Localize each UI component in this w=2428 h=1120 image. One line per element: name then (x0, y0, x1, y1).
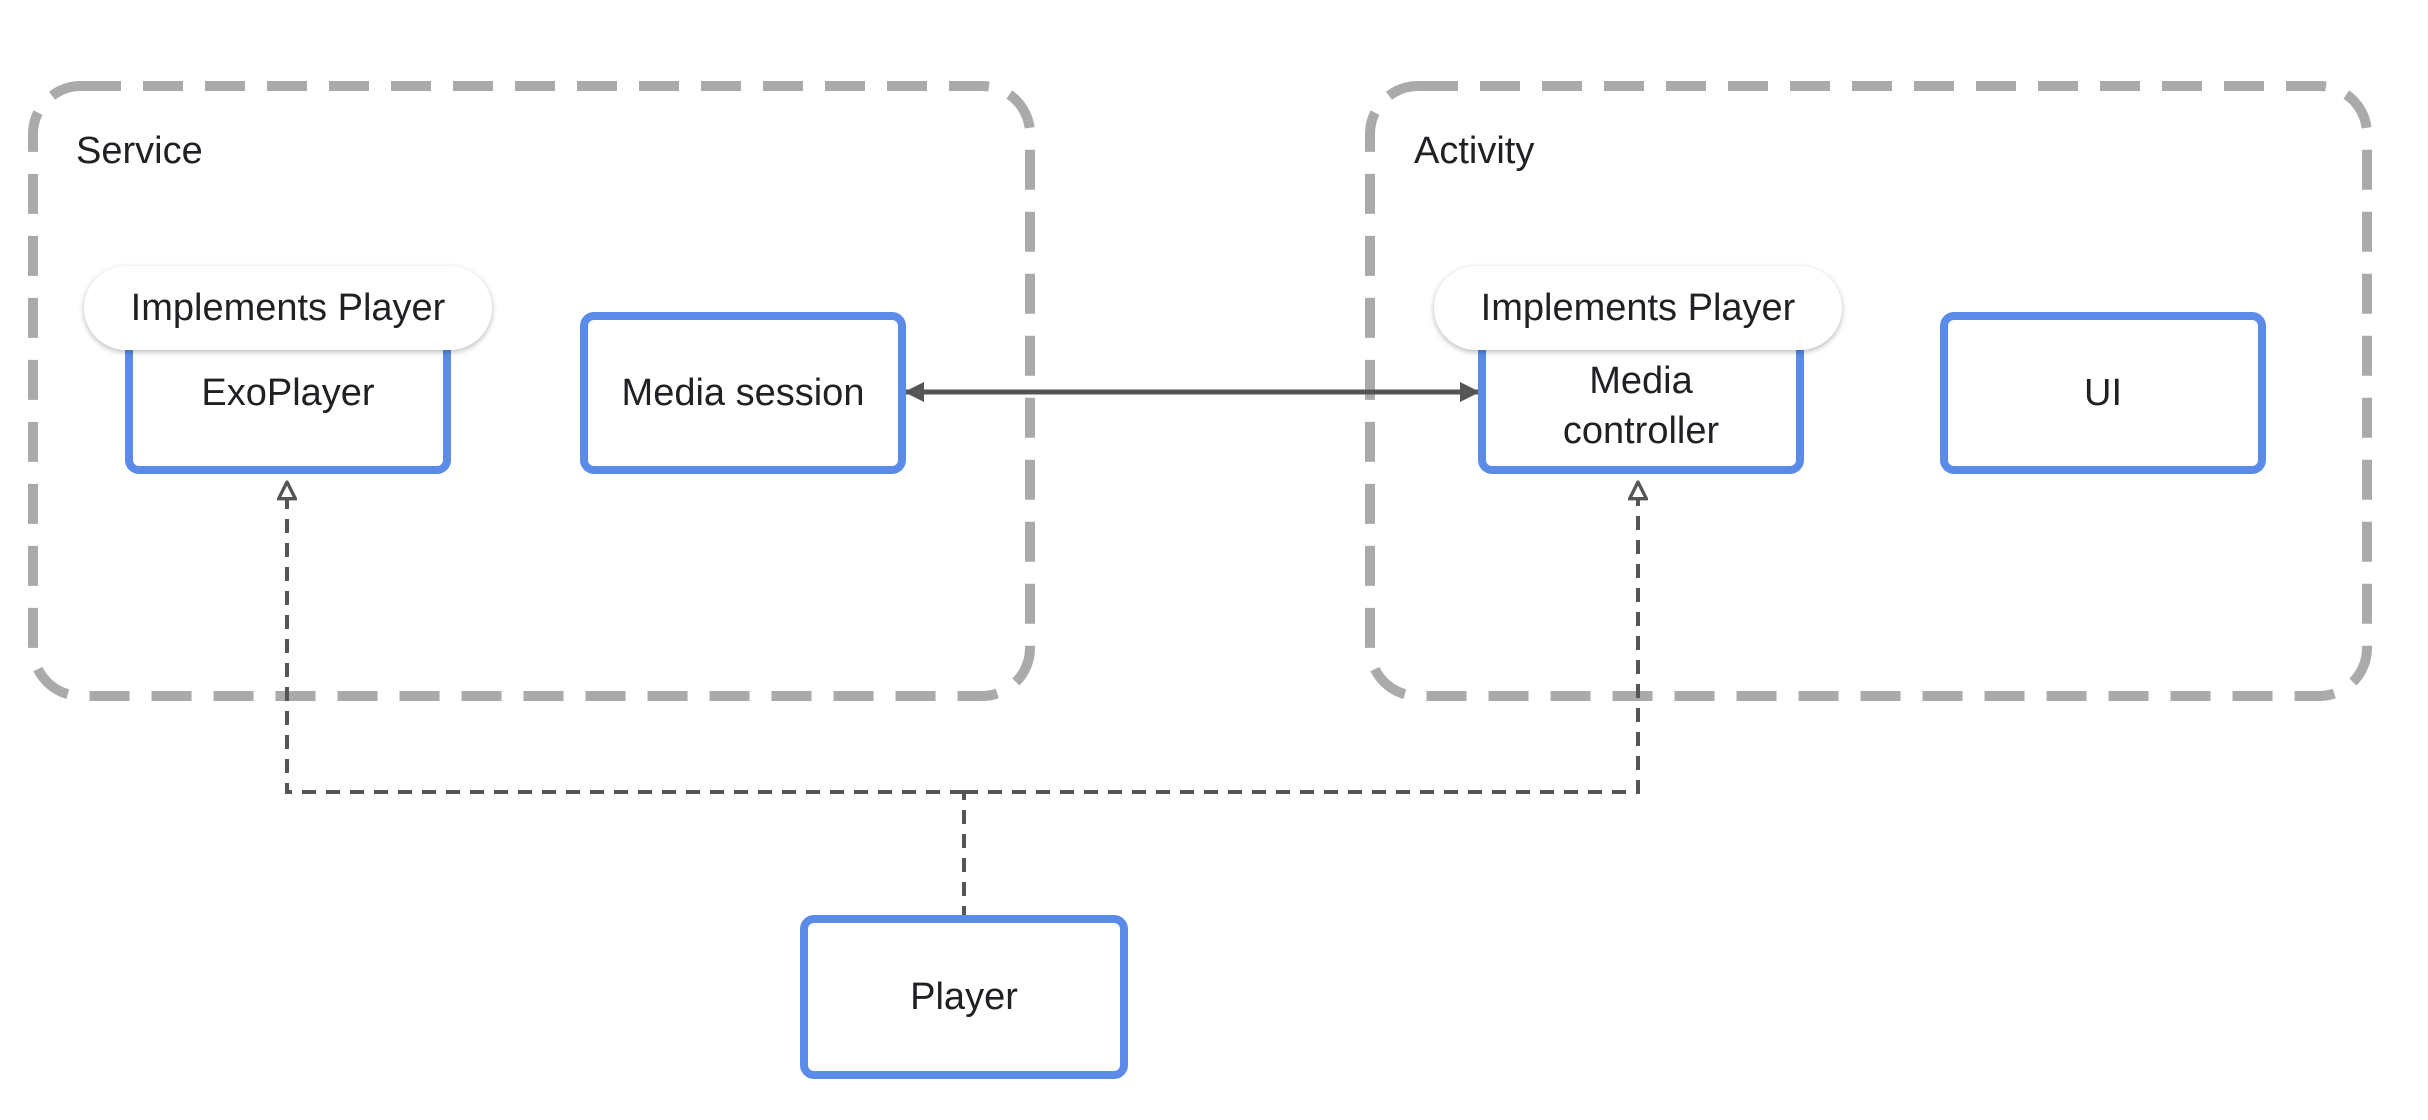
exoplayer-implements-player-link (287, 482, 964, 794)
media-controller-label-line1: Media (1589, 360, 1693, 402)
exoplayer-implements-badge: Implements Player (84, 266, 492, 350)
service-group-label: Service (76, 130, 203, 172)
media-session-label: Media session (621, 372, 865, 414)
activity-group-label: Activity (1414, 130, 1535, 172)
media-session-node: Media session (580, 312, 906, 474)
controller-implements-badge: Implements Player (1434, 266, 1842, 350)
ui-node: UI (1940, 312, 2266, 474)
exoplayer-label: ExoPlayer (201, 372, 375, 414)
player-label: Player (910, 976, 1018, 1018)
service-group-boundary (28, 81, 1035, 701)
media-controller-label-line2: controller (1562, 410, 1720, 452)
ui-label: UI (2084, 372, 2122, 414)
controller-implements-player-link (964, 482, 1638, 794)
player-node: Player (800, 915, 1128, 1079)
